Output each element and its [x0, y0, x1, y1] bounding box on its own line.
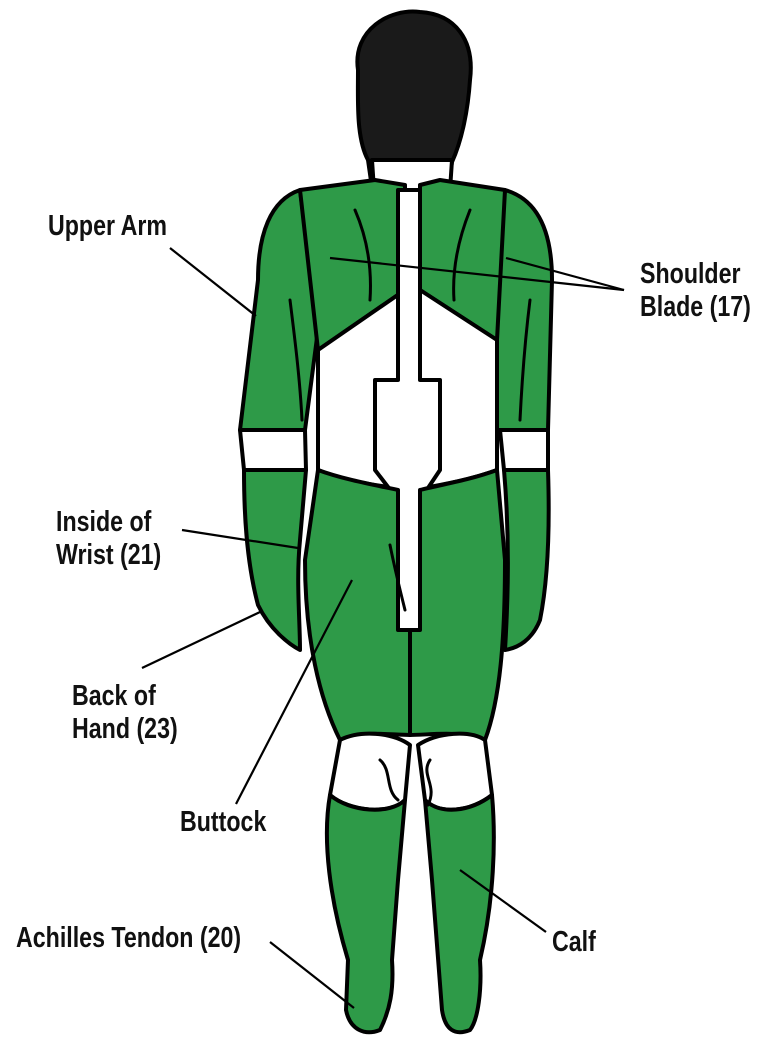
label-upper-arm: Upper Arm — [48, 210, 167, 243]
right-calf — [425, 795, 494, 1032]
label-shoulder-blade: Shoulder Blade (17) — [640, 258, 751, 324]
left-leg-upper — [305, 470, 410, 740]
right-forearm-hand — [504, 470, 549, 650]
leader-back-of-hand — [142, 612, 260, 668]
leader-achilles — [270, 942, 354, 1008]
left-forearm-hand — [244, 470, 306, 650]
right-elbow-band — [500, 430, 548, 470]
label-inside-of-wrist: Inside of Wrist (21) — [56, 506, 161, 572]
label-buttock: Buttock — [180, 806, 266, 839]
label-back-of-hand: Back of Hand (23) — [72, 680, 178, 746]
left-elbow-band — [240, 430, 306, 470]
leader-upper-arm — [170, 248, 256, 316]
right-leg-upper — [410, 470, 505, 740]
label-achilles-tendon: Achilles Tendon (20) — [16, 922, 241, 955]
label-calf: Calf — [552, 926, 596, 959]
